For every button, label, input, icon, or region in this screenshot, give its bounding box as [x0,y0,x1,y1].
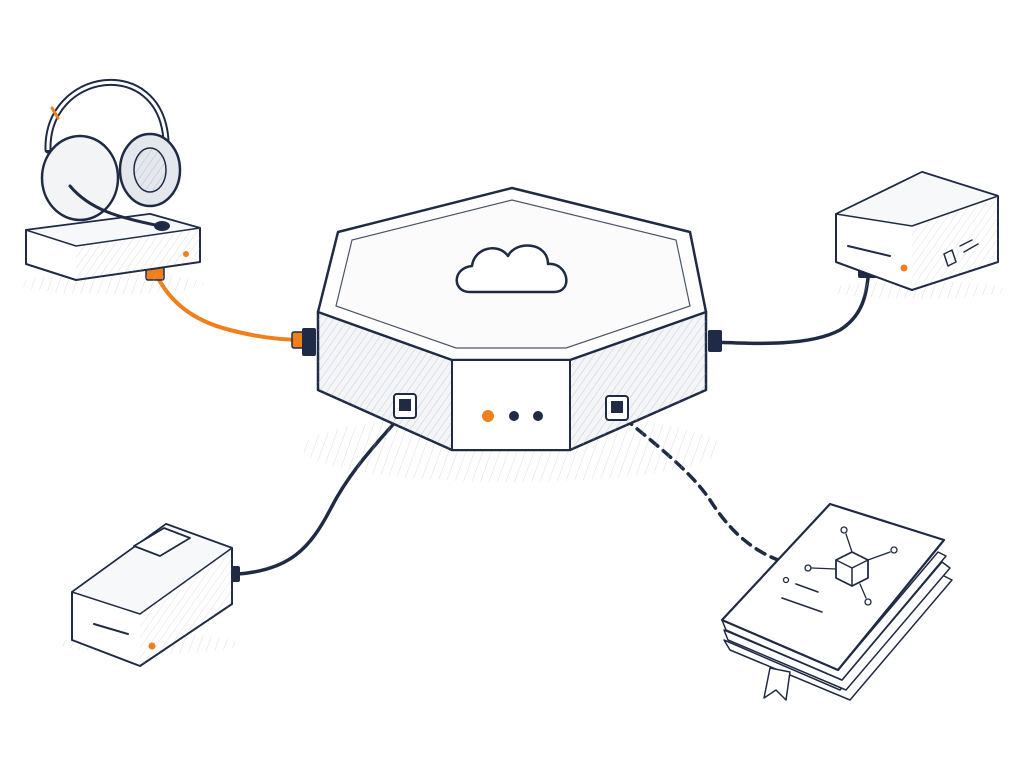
keypad-device [60,523,240,667]
server-box [832,171,1004,299]
headset-station [20,78,204,294]
status-light-orange [482,410,494,422]
status-light-navy-2 [533,411,543,421]
keypad-icon [93,527,191,650]
status-light-navy-1 [509,411,519,421]
cable-hub-to-server [708,262,878,352]
cloud-icon [455,244,568,294]
hub-port-side-left [302,328,316,356]
server-box-icon [847,239,979,272]
bookmark-ribbon [763,667,791,701]
book-text-line-1 [795,583,819,593]
documentation-book [720,502,953,701]
headset-icon [40,78,182,231]
cube-network-icon [804,526,898,606]
book-text-line-2 [781,597,823,613]
central-hub [302,186,722,482]
